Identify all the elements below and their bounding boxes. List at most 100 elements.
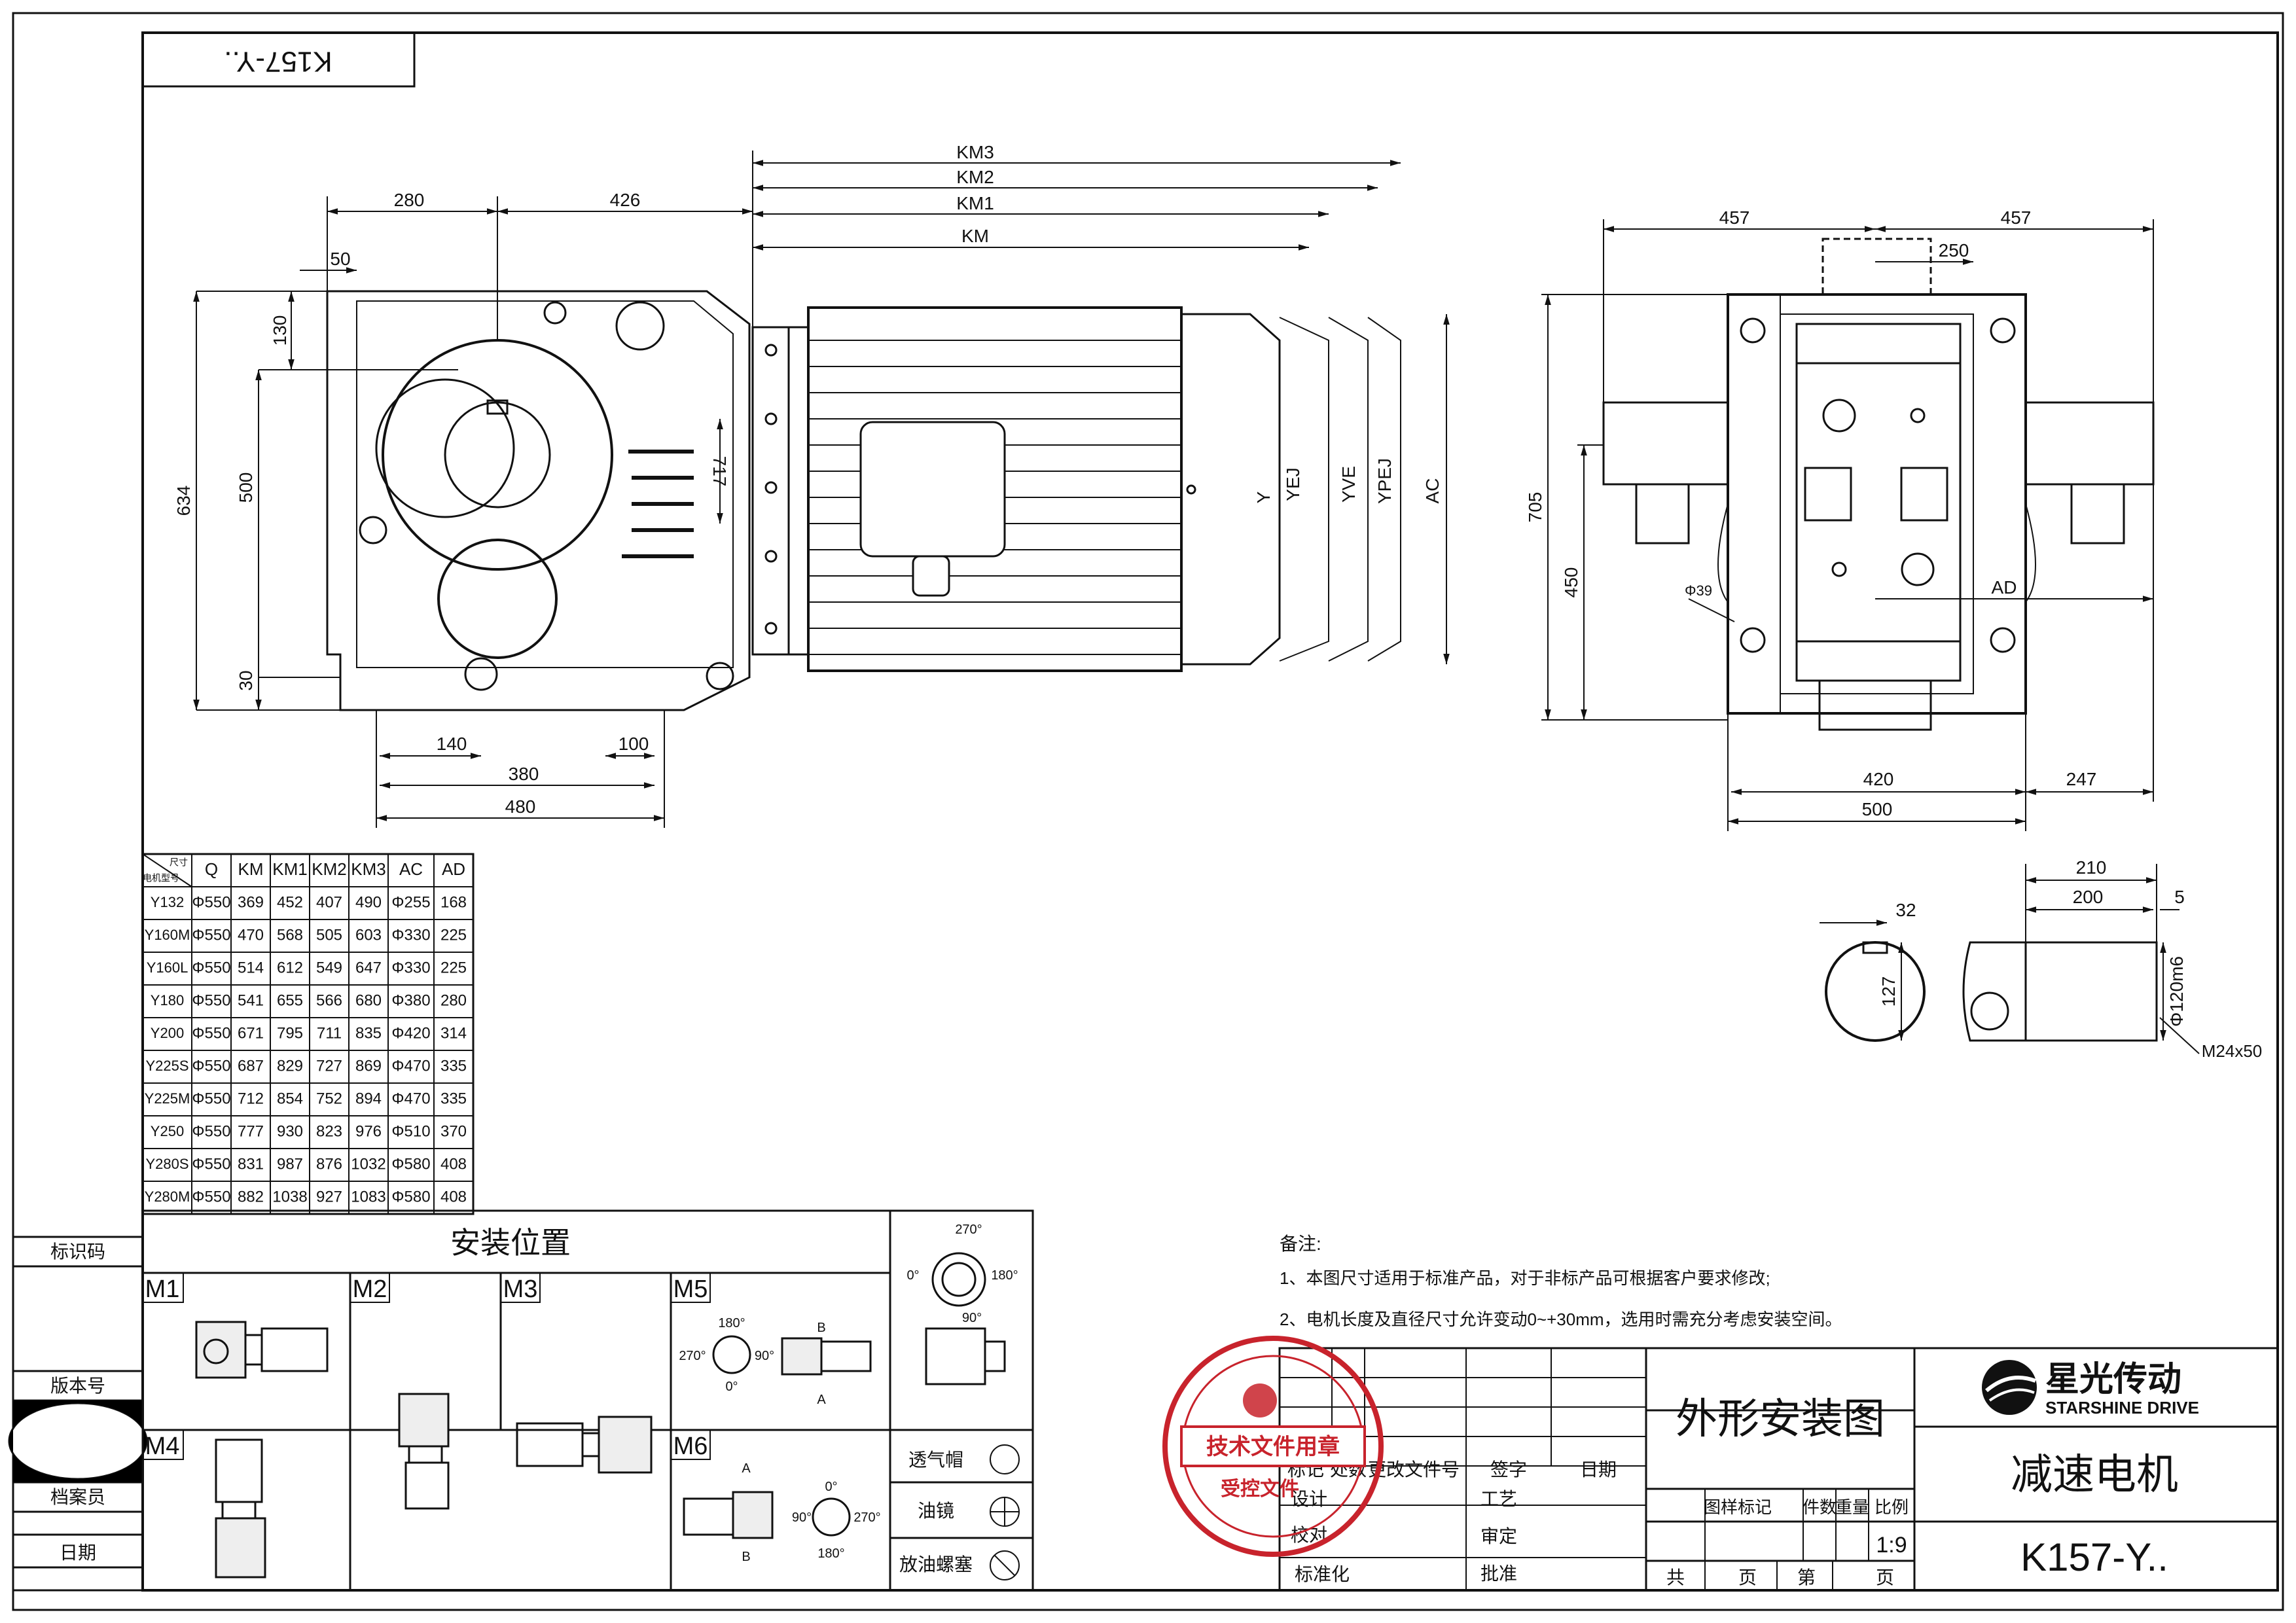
spec-cell: 407 (316, 893, 342, 911)
label-a-m6: A (742, 1461, 751, 1476)
spec-cell: Φ380 (391, 991, 430, 1009)
spec-motor-model: Y225M (145, 1090, 190, 1107)
m4-sketch (215, 1438, 266, 1578)
spec-cell: Φ550 (192, 1024, 230, 1042)
spec-cell: 603 (355, 926, 382, 944)
m3-sketch (516, 1416, 653, 1474)
sheet-page-label-1: 页 (1738, 1567, 1757, 1588)
dim-200: 200 (2073, 887, 2104, 907)
note-line-2: 2、电机长度及直径尺寸允许变动0~+30mm，选用时需充分考虑安装空间。 (1280, 1310, 1842, 1329)
product-name: 减速电机 (2011, 1451, 2178, 1499)
spec-cell: Φ580 (391, 1155, 430, 1173)
front-view-dim-labels: 280 426 50 KM3 KM2 KM1 KM 634 500 130 30… (173, 142, 1443, 817)
spec-cell: 647 (355, 959, 382, 976)
spec-header: KM2 (312, 859, 346, 879)
spec-cell: 1038 (272, 1188, 307, 1205)
spec-cell: 470 (238, 926, 264, 944)
side-view-dimensions (1541, 219, 2154, 831)
label-identifier-code: 标识码 (50, 1241, 105, 1262)
spec-cell: 490 (355, 893, 382, 911)
model-badge-text: K157-Y.. (224, 45, 332, 77)
spec-cell: 514 (238, 959, 264, 976)
label-m4: M4 (145, 1433, 180, 1460)
seal-sub-text: 受控文件 (1221, 1478, 1299, 1500)
spec-cell: 225 (440, 926, 467, 944)
spec-cell: Φ580 (391, 1188, 430, 1205)
spec-cell: Φ550 (192, 926, 230, 944)
spec-cell: Φ510 (391, 1122, 430, 1140)
spec-cell: Φ255 (391, 893, 430, 911)
spec-corner-top: 尺寸 (170, 857, 188, 868)
dim-5: 5 (2174, 887, 2185, 907)
rev-header-doc: 更改文件号 (1368, 1459, 1460, 1480)
front-view (326, 290, 1401, 711)
outer-border (12, 12, 2284, 1611)
dim-457-left: 457 (1719, 207, 1750, 228)
label-archivist: 档案员 (50, 1487, 105, 1507)
spec-motor-model: Y280S (145, 1156, 188, 1172)
rev-header-date: 日期 (1580, 1459, 1617, 1480)
angle-270-ref: 270° (955, 1222, 982, 1237)
approval-approve: 批准 (1480, 1563, 1517, 1584)
dim-250: 250 (1939, 240, 1969, 260)
spec-cell: 1032 (351, 1155, 386, 1173)
label-ac: AC (1422, 478, 1443, 504)
spec-cell: 777 (238, 1122, 264, 1140)
note-line-1: 1、本图尺寸适用于标准产品，对于非标产品可根据客户要求修改; (1280, 1268, 1770, 1288)
dim-km: KM (961, 226, 989, 246)
spec-header: KM3 (351, 859, 386, 879)
spec-cell: 549 (316, 959, 342, 976)
attr-pattern-mark: 图样标记 (1704, 1497, 1772, 1517)
scale-value: 1:9 (1876, 1533, 1907, 1558)
spec-cell: 568 (277, 926, 303, 944)
angle-90-m5: 90° (755, 1349, 774, 1363)
dim-426: 426 (610, 190, 641, 210)
notes-heading: 备注: (1280, 1234, 1321, 1254)
spec-header: KM (238, 859, 264, 879)
spec-cell: 795 (277, 1024, 303, 1042)
dim-127: 127 (1878, 976, 1899, 1007)
spec-cell: Φ550 (192, 893, 230, 911)
label-m5: M5 (673, 1275, 708, 1303)
spec-cell: 711 (317, 1024, 342, 1042)
spec-cell: 876 (316, 1155, 342, 1173)
brand-logo-icon (1982, 1360, 2037, 1415)
m1-sketch (195, 1321, 329, 1379)
sheet-total-label: 共 (1666, 1567, 1685, 1588)
spec-motor-model: Y200 (151, 1025, 184, 1041)
attr-count: 件数 (1803, 1497, 1837, 1517)
spec-cell: 854 (277, 1090, 303, 1107)
angle-180-m5: 180° (718, 1316, 745, 1330)
dim-480: 480 (505, 796, 536, 817)
spec-cell: Φ550 (192, 1057, 230, 1075)
spec-cell: 280 (440, 991, 467, 1009)
spec-cell: Φ550 (192, 1090, 230, 1107)
spec-cell: 987 (277, 1155, 303, 1173)
label-m6: M6 (673, 1433, 708, 1460)
side-view-dim-labels: 457 457 250 705 450 Φ39 AD 420 247 500 (1525, 207, 2096, 819)
spec-table-border (141, 853, 475, 1215)
angle-270-m6: 270° (853, 1510, 880, 1525)
spec-cell: 225 (440, 959, 467, 976)
spec-motor-model: Y160L (147, 959, 188, 976)
sheet-page-label-2: 页 (1876, 1567, 1894, 1588)
spec-cell: 168 (440, 893, 467, 911)
spec-cell: 680 (355, 991, 382, 1009)
title-block-text: 标记 处数 更改文件号 签字 日期 设计 校对 标准化 工艺 审定 批准 外形安… (1287, 1360, 2199, 1588)
notes: 备注: 1、本图尺寸适用于标准产品，对于非标产品可根据客户要求修改; 2、电机长… (1280, 1234, 1842, 1329)
mounting-sketches (195, 1252, 1006, 1578)
angle-90-ref: 90° (962, 1311, 982, 1325)
spec-cell: 314 (440, 1024, 467, 1042)
dim-ad: AD (1992, 577, 2017, 597)
legend-breather: 透气帽 (908, 1450, 963, 1470)
label-yve: YVE (1338, 466, 1359, 503)
drawing-name: 外形安装图 (1676, 1395, 1885, 1444)
dim-100: 100 (619, 734, 649, 754)
dim-km3: KM3 (956, 142, 994, 162)
spec-cell: 1083 (351, 1188, 386, 1205)
dim-phi120: Φ120m6 (2166, 956, 2187, 1027)
mounting-title: 安装位置 (450, 1226, 571, 1260)
m5-sketch (712, 1335, 872, 1376)
spec-cell: 369 (238, 893, 264, 911)
